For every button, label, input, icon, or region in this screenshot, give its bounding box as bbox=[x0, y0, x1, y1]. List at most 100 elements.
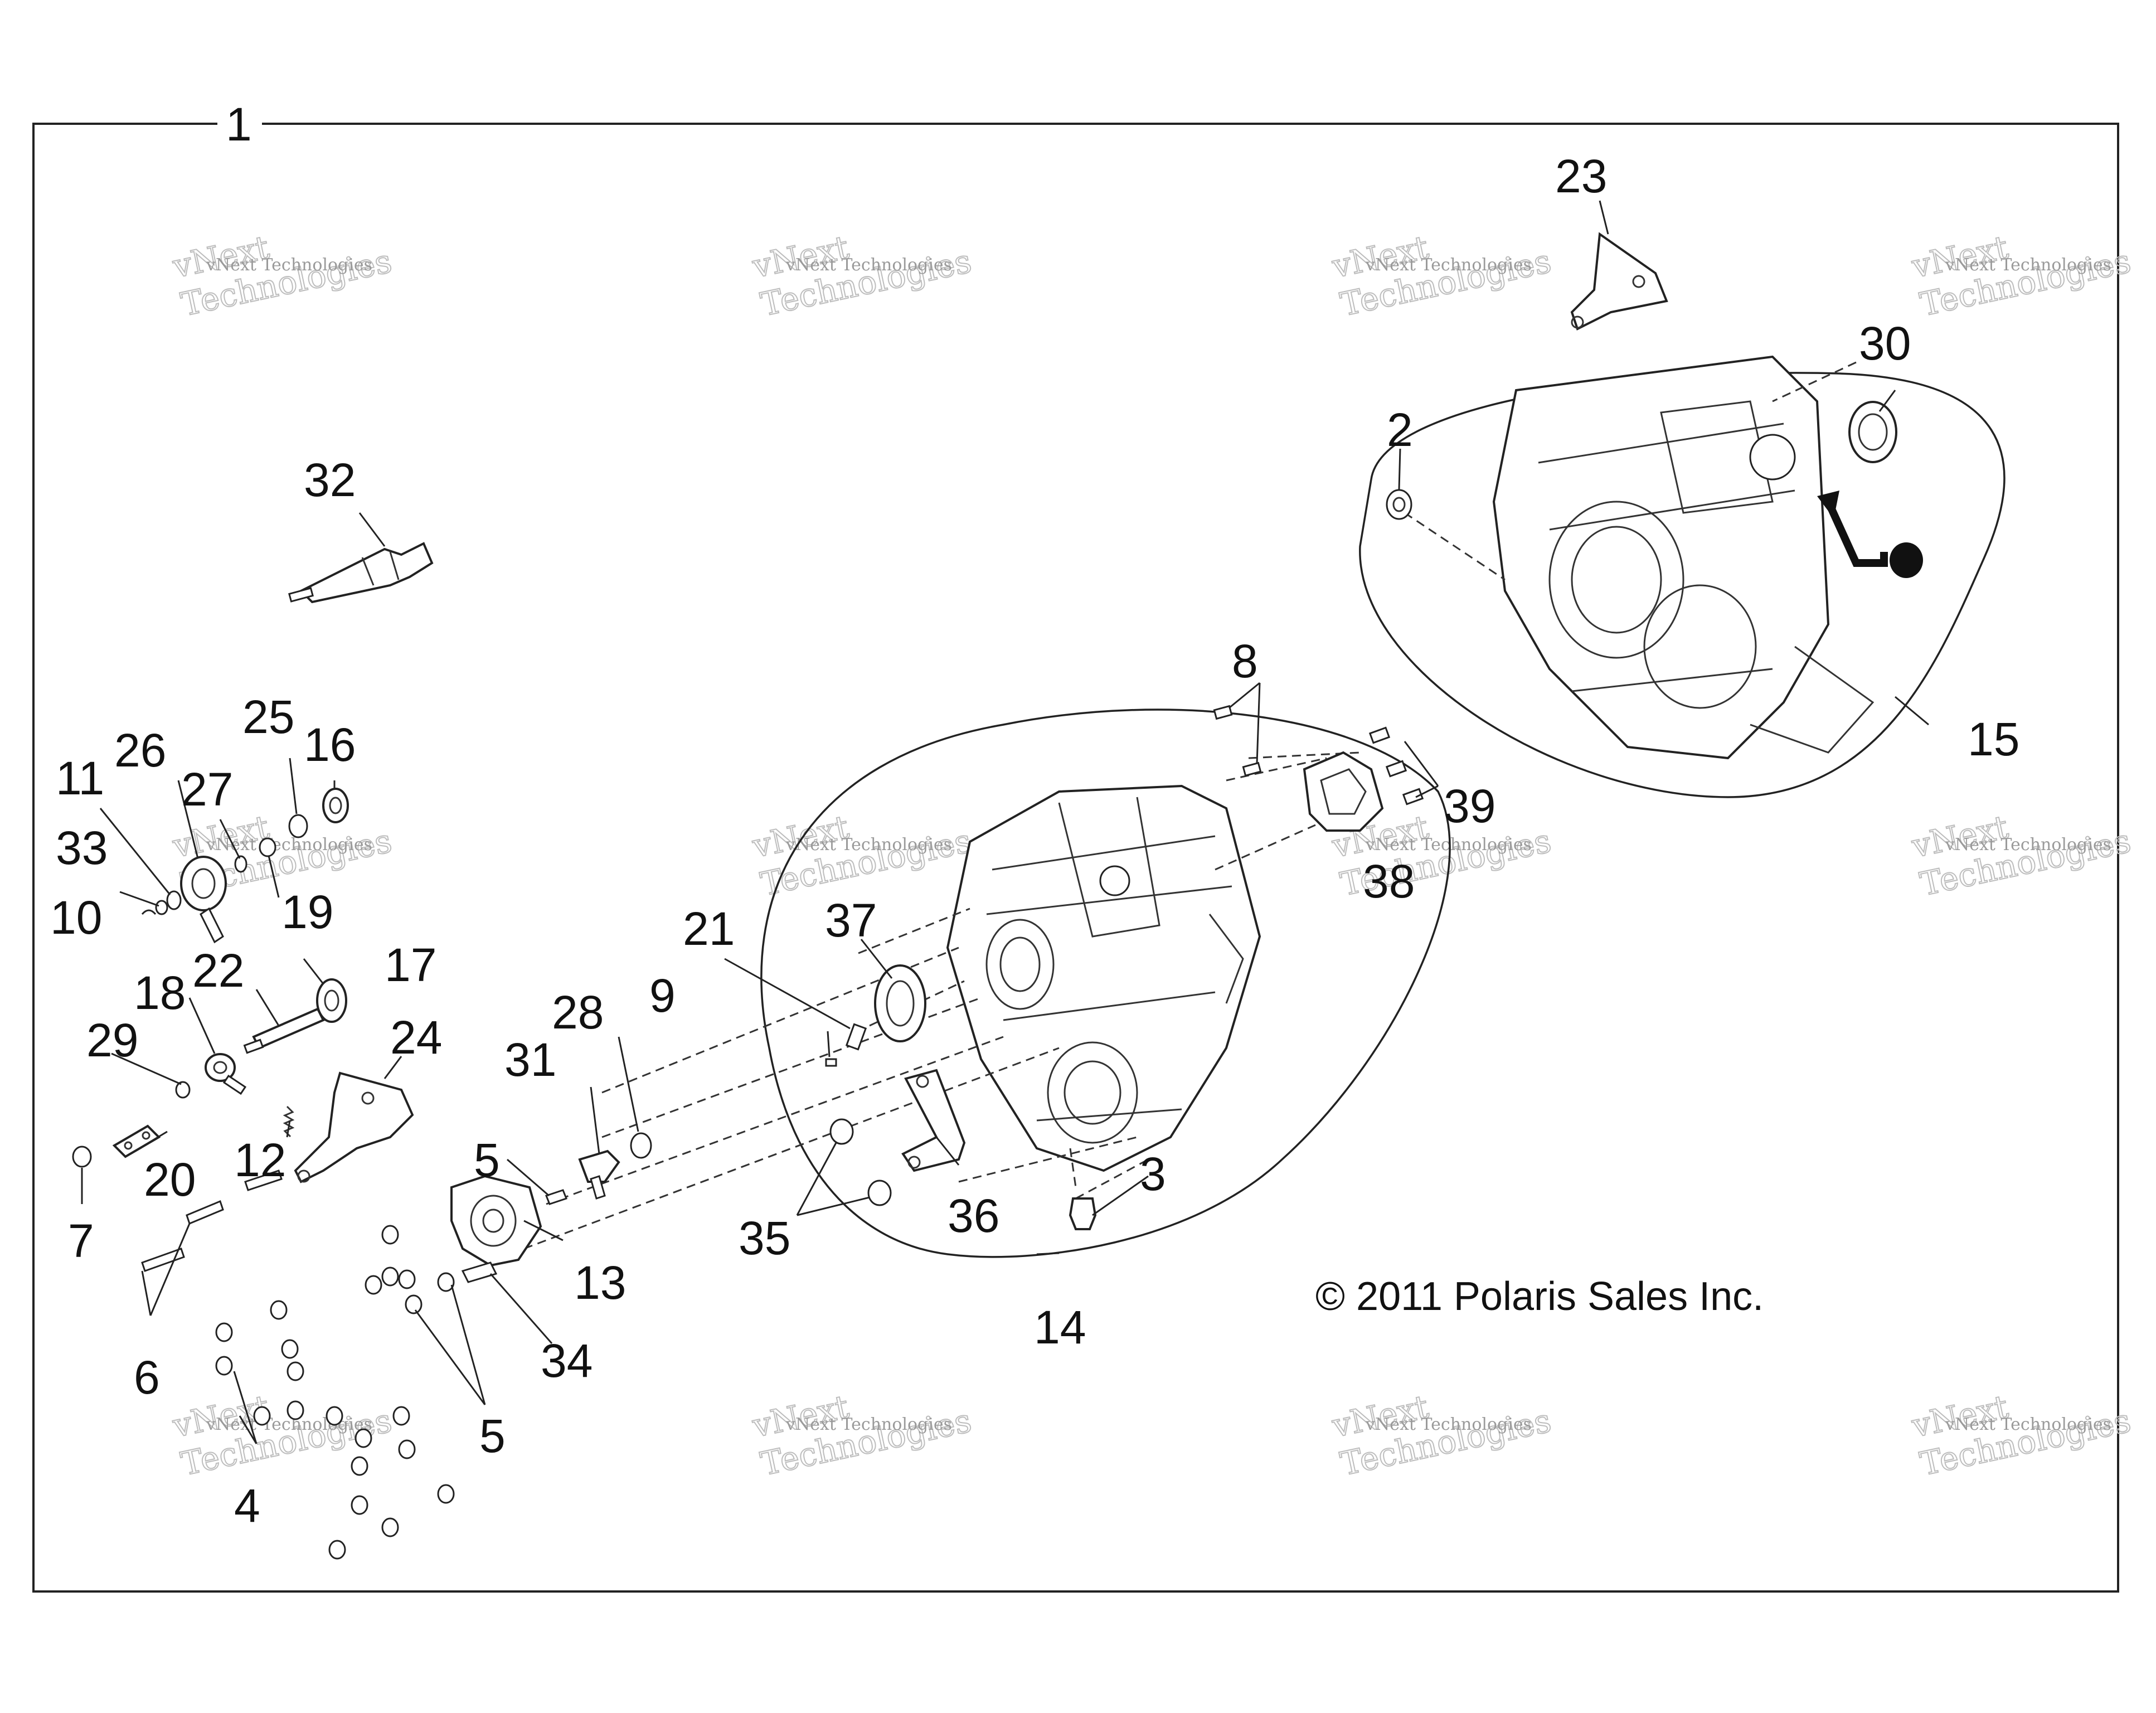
callout-34: 34 bbox=[541, 1335, 593, 1387]
washer-25 bbox=[288, 814, 308, 838]
copyright-notice: © 2011 Polaris Sales Inc. bbox=[1315, 1274, 1764, 1319]
callout-37: 37 bbox=[825, 894, 877, 947]
circlip-10 bbox=[141, 909, 157, 915]
watermark-text: vNext Technologies bbox=[1365, 255, 1532, 275]
bolts-6 bbox=[141, 1170, 283, 1272]
spring-12 bbox=[283, 1105, 295, 1138]
gasket-38 bbox=[1303, 751, 1384, 832]
watermark-text: vNext Technologies bbox=[206, 255, 372, 275]
watermark-text: vNext Technologies bbox=[1945, 255, 2111, 275]
callout-33: 33 bbox=[56, 822, 108, 874]
case-half-right bbox=[1404, 355, 1875, 760]
assembly-line bbox=[1226, 757, 1327, 782]
callout-3: 3 bbox=[1140, 1148, 1166, 1200]
bolts-4 bbox=[215, 1300, 455, 1560]
watermark-text: vNext Technologies bbox=[785, 255, 952, 275]
leader-lines bbox=[81, 200, 1929, 1444]
assembly-line bbox=[958, 1136, 1138, 1183]
callout-38: 38 bbox=[1363, 855, 1415, 908]
clip-33 bbox=[155, 900, 168, 915]
callout-27: 27 bbox=[181, 763, 233, 816]
plug-2 bbox=[1386, 489, 1412, 520]
callout-17: 17 bbox=[385, 939, 436, 991]
direction-arrow-icon bbox=[1817, 491, 1923, 578]
callout-32: 32 bbox=[304, 454, 356, 506]
watermark-text: vNext Technologies bbox=[1945, 1415, 2111, 1434]
watermark-text: vNext Technologies bbox=[785, 835, 952, 855]
bracket-24 bbox=[294, 1071, 414, 1183]
pump-13 bbox=[450, 1175, 542, 1267]
callout-12: 12 bbox=[234, 1134, 286, 1186]
bracket-36 bbox=[901, 1069, 966, 1172]
assembly-line bbox=[546, 1036, 1004, 1205]
assembly-line bbox=[858, 908, 970, 954]
callout-4: 4 bbox=[234, 1479, 260, 1532]
callout-2: 2 bbox=[1387, 404, 1413, 456]
assembly-frame bbox=[32, 123, 2119, 1593]
watermark-text: vNext Technologies bbox=[1365, 1415, 1532, 1434]
callout-labels: 1 2 3 4 5 5 6 7 8 9 10 11 12 13 14 15 16… bbox=[50, 98, 2019, 1532]
watermark-text: vNext Technologies bbox=[206, 1415, 372, 1434]
callout-35: 35 bbox=[739, 1212, 790, 1264]
washer-11 bbox=[166, 890, 182, 910]
callout-16: 16 bbox=[304, 719, 356, 771]
group-outline-14 bbox=[760, 709, 1451, 1258]
callout-19: 19 bbox=[281, 886, 333, 938]
gear-17 bbox=[316, 978, 347, 1023]
spring-19 bbox=[259, 837, 276, 857]
sensor-31 bbox=[578, 1149, 620, 1200]
callout-20: 20 bbox=[144, 1153, 196, 1206]
callout-23: 23 bbox=[1555, 150, 1607, 202]
callout-11: 11 bbox=[56, 752, 104, 804]
o-ring-28 bbox=[630, 1132, 652, 1159]
callout-29: 29 bbox=[86, 1014, 138, 1066]
assembly-line bbox=[1215, 824, 1316, 871]
watermark-text: vNext Technologies bbox=[1945, 835, 2111, 855]
callout-9: 9 bbox=[649, 969, 676, 1022]
callout-39: 39 bbox=[1444, 780, 1495, 832]
watermarks: vNext Technologies vNext Technologies vN… bbox=[168, 227, 2134, 1483]
callout-14: 14 bbox=[1034, 1301, 1086, 1353]
breather-3 bbox=[1069, 1197, 1097, 1230]
callout-1: 1 bbox=[226, 98, 252, 151]
gear-16 bbox=[322, 788, 349, 823]
shift-drum-32 bbox=[288, 542, 434, 604]
watermark-text: vNext Technologies bbox=[206, 835, 372, 855]
dowel-pins-8 bbox=[1213, 705, 1262, 777]
callout-36: 36 bbox=[948, 1190, 999, 1242]
bracket-23 bbox=[1570, 232, 1668, 331]
clip-21 bbox=[845, 1023, 867, 1051]
nut-7 bbox=[72, 1146, 92, 1168]
bolts-5-upper bbox=[545, 1189, 567, 1205]
callout-25: 25 bbox=[242, 691, 294, 743]
callout-5: 5 bbox=[479, 1410, 506, 1462]
callout-26: 26 bbox=[114, 724, 166, 777]
callout-8: 8 bbox=[1232, 635, 1258, 687]
callout-21: 21 bbox=[683, 902, 735, 955]
callout-7: 7 bbox=[68, 1215, 94, 1267]
washer-29 bbox=[175, 1081, 191, 1099]
seal-37 bbox=[874, 964, 926, 1042]
plate-34 bbox=[461, 1261, 498, 1283]
callout-13: 13 bbox=[574, 1256, 626, 1309]
watermark-text: vNext Technologies bbox=[785, 1415, 952, 1434]
gear-26 bbox=[180, 856, 227, 944]
callout-30: 30 bbox=[1859, 317, 1911, 370]
shaft-22 bbox=[243, 1007, 325, 1054]
bearing-30 bbox=[1848, 401, 1897, 463]
assembly-line bbox=[523, 1047, 1060, 1250]
nuts-35 bbox=[829, 1118, 892, 1206]
callout-24: 24 bbox=[390, 1011, 442, 1064]
assembly-line bbox=[1069, 1148, 1077, 1188]
washer-27 bbox=[234, 855, 247, 873]
lever-18 bbox=[205, 1053, 247, 1095]
callout-6: 6 bbox=[134, 1351, 160, 1404]
bolts-5-lower bbox=[365, 1225, 455, 1314]
callout-22: 22 bbox=[192, 944, 244, 997]
callout-28: 28 bbox=[552, 986, 604, 1039]
callout-18: 18 bbox=[134, 967, 186, 1019]
callout-10: 10 bbox=[50, 891, 102, 944]
callout-15: 15 bbox=[1968, 713, 2019, 765]
pin-9 bbox=[825, 1058, 837, 1067]
